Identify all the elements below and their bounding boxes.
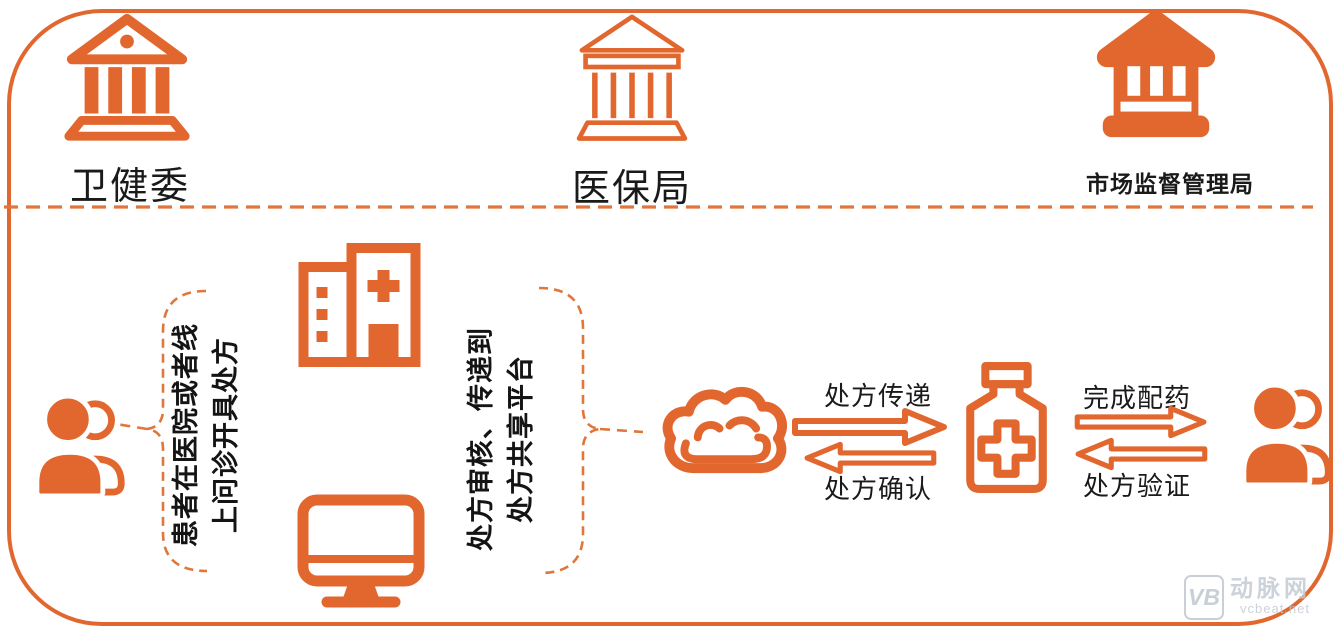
prescribe-note: 患者在医院或者线 上问诊开具处方	[166, 285, 248, 585]
patients-icon	[1240, 380, 1337, 489]
arrow-right-dispense-complete	[1063, 405, 1219, 439]
prescribe-note-line1: 患者在医院或者线	[171, 323, 201, 547]
watermark-site: vcbeat.net	[1240, 601, 1310, 616]
regulator-label-scjdglj: 市场监督管理局	[1086, 171, 1254, 197]
pharmacy-to-cloud-label: 处方确认	[823, 474, 932, 504]
prescribe-note-line2: 上问诊开具处方	[211, 337, 241, 533]
review-note-line1: 处方审核、传递到	[466, 327, 496, 551]
watermark: VB 动脉网 vcbeat.net	[1184, 575, 1311, 620]
government-building-outline-bold-icon	[58, 8, 196, 152]
regulator-label-weijianwei: 卫健委	[69, 166, 190, 208]
arrow-left-prescription-confirm	[792, 441, 948, 475]
hospital-icon	[296, 242, 423, 369]
cloud-platform-icon	[658, 382, 789, 480]
government-building-solid-icon	[1087, 8, 1225, 152]
patients-icon	[33, 391, 130, 500]
desktop-monitor-icon	[296, 494, 426, 612]
arrow-left-prescription-verify	[1062, 437, 1220, 471]
rounded-border	[7, 9, 1333, 626]
vcbeat-logo-icon: VB	[1184, 575, 1224, 620]
medicine-bottle-icon	[956, 361, 1057, 498]
watermark-brand: 动脉网	[1230, 575, 1311, 601]
review-note-line2: 处方共享平台	[506, 355, 536, 523]
regulator-label-yibaoju: 医保局	[571, 168, 692, 210]
arrow-right-prescription-send	[792, 407, 948, 447]
review-note: 处方审核、传递到 处方共享平台	[461, 289, 543, 589]
patient-to-pharmacy-label: 处方验证	[1082, 471, 1191, 501]
cloud-to-pharmacy-label: 处方传递	[823, 381, 932, 411]
government-building-outline-thin-icon	[567, 8, 697, 152]
